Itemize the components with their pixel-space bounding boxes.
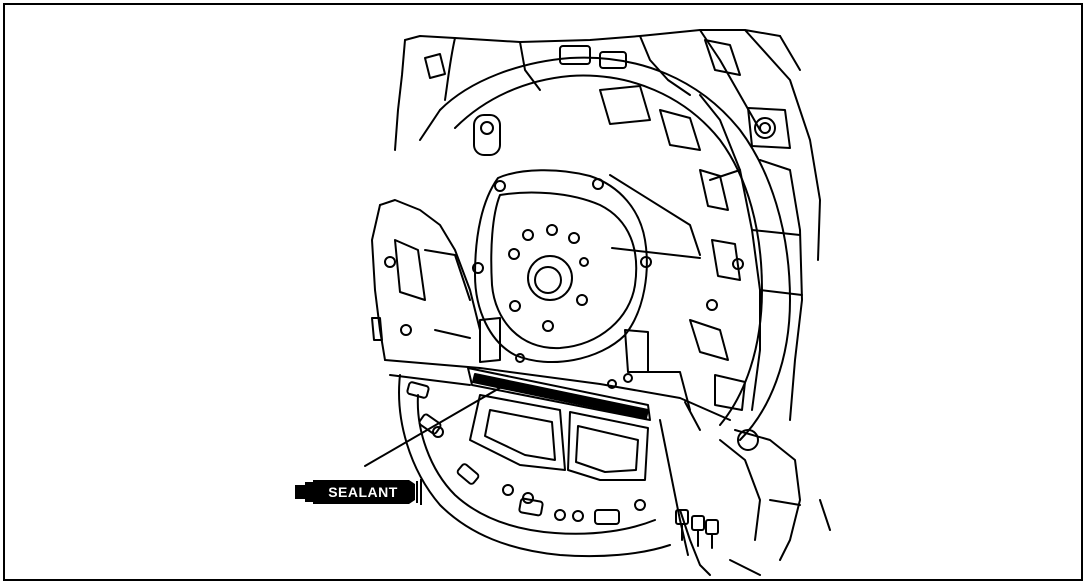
rear-plate bbox=[419, 56, 791, 441]
sealant-label: SEALANT bbox=[328, 484, 398, 500]
lower-openings bbox=[469, 394, 649, 481]
right-block-side bbox=[679, 94, 831, 576]
upper-block-structure bbox=[394, 29, 821, 261]
bottom-bolts bbox=[675, 509, 719, 549]
sealant-callout: SEALANT bbox=[291, 477, 431, 507]
sealant-tube-icon bbox=[295, 479, 422, 505]
sealant-leader-line bbox=[364, 381, 511, 467]
lower-sealing-area bbox=[384, 317, 731, 556]
left-flange bbox=[371, 199, 481, 361]
